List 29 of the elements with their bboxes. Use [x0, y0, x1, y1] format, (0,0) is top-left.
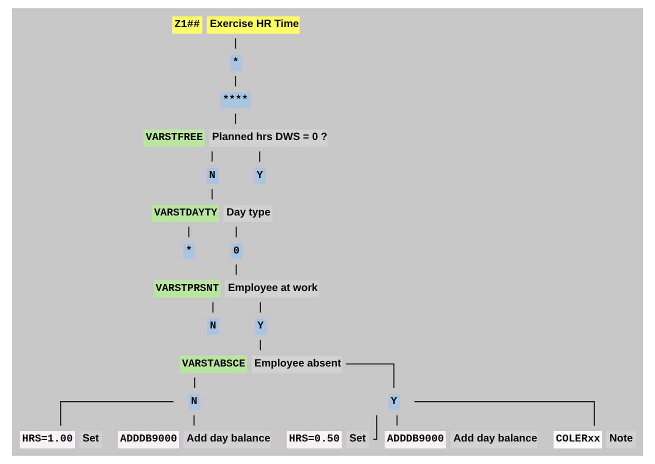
connector: [236, 226, 237, 238]
node-box: N: [188, 394, 200, 410]
connector: [234, 76, 236, 86]
node-box: N: [208, 318, 219, 335]
connector: [373, 415, 378, 440]
connector: [234, 38, 236, 49]
connector: [60, 401, 174, 426]
node-box: Y: [388, 394, 400, 410]
node-box: Y: [254, 168, 266, 184]
connector: [346, 363, 394, 388]
node-box: ****: [220, 92, 251, 108]
connector: [194, 378, 196, 388]
connector: [212, 189, 213, 200]
connector: [260, 302, 261, 313]
node-box: *: [230, 54, 242, 71]
connector: [212, 151, 213, 162]
connector: [234, 114, 236, 124]
node-box: Y: [255, 318, 266, 335]
connector: [259, 151, 260, 162]
connector: [236, 264, 237, 275]
node-box: N: [206, 168, 218, 184]
connector: [212, 302, 214, 313]
node-box: *: [184, 243, 195, 260]
connector: [414, 401, 595, 426]
connector: [260, 340, 261, 350]
connector: [396, 415, 398, 426]
connector: [188, 226, 190, 238]
connector: [194, 415, 195, 426]
node-box: 0: [231, 243, 242, 260]
